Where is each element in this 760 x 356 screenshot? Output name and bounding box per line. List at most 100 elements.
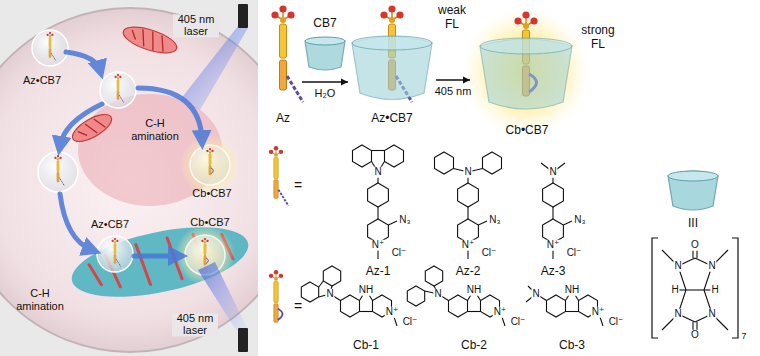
illustration-circle: [32, 30, 68, 66]
structure-bond: [467, 207, 468, 219]
atom-label: Cl⁻: [481, 248, 498, 259]
atom-label: N⁺: [461, 240, 476, 251]
illustration-use: [47, 32, 56, 61]
atom-label: N: [373, 167, 382, 178]
atom-label: N⁺: [493, 307, 508, 318]
illustration-path: [128, 25, 168, 53]
illustration-ellipse: [120, 22, 179, 58]
figure-label: Az-3: [541, 265, 566, 279]
figure-label: C-H amination: [9, 287, 71, 312]
figure-label: =: [294, 177, 302, 193]
atom-label: O: [690, 330, 700, 341]
illustration-use: [112, 238, 121, 267]
illustration-g: [68, 109, 115, 147]
atom-label: N₃: [398, 215, 411, 226]
atom-label: N: [531, 289, 540, 300]
illustration-use: [206, 148, 213, 175]
aromatic-ring: [385, 145, 404, 167]
atom-label: Cl⁻: [402, 317, 419, 328]
atom-label: N⁺: [546, 240, 561, 251]
illustration-g: [301, 145, 728, 335]
structure-bond: [377, 250, 378, 259]
illustration-ellipse: [480, 38, 572, 54]
aromatic-ring: [543, 183, 564, 207]
structure-bond: [552, 250, 553, 259]
structure-bond: [394, 317, 397, 326]
atom-label: NH: [564, 285, 580, 296]
aromatic-ring: [449, 295, 468, 317]
illustration-use: [269, 146, 289, 206]
species-node: Az: [266, 0, 300, 126]
arrow-label: 405 nm: [435, 85, 472, 98]
figure-label: Cb-1: [353, 339, 379, 353]
figure-label: strong FL: [576, 24, 620, 52]
structure-bond: [552, 207, 553, 219]
illustration-g: [120, 22, 179, 58]
illustration-path: [60, 194, 92, 250]
aromatic-ring: [301, 282, 318, 302]
illustration-use: [269, 270, 283, 322]
illustration-path: [352, 37, 432, 100]
structure-bond: [319, 281, 324, 287]
illustration-path: [668, 171, 718, 210]
node-text-box: Az•CB7: [350, 112, 434, 126]
illustration-circle: [180, 135, 240, 195]
node-text-box: Az: [266, 112, 300, 126]
species-label: Cb•CB7: [472, 124, 582, 138]
figure-label: =: [294, 298, 302, 314]
illustration-circle: [190, 145, 230, 185]
atom-label: Cl⁻: [510, 317, 527, 328]
structure-bond: [478, 221, 487, 225]
aromatic-ring: [353, 145, 372, 167]
arrow-label: H₂O: [315, 87, 336, 100]
figure-label: Az•CB7: [91, 218, 129, 231]
figure-label: Cb-2: [461, 339, 487, 353]
illustration-path: [60, 104, 102, 146]
aromatic-ring: [435, 152, 454, 174]
illustration-path: [652, 238, 738, 338]
atom-label: N₃: [488, 215, 501, 226]
illustration-ellipse: [68, 109, 115, 147]
figure-label: 405 nm laser: [172, 313, 218, 336]
figure-label: C-H amination: [124, 117, 186, 142]
atom-label: N: [433, 289, 442, 300]
structure-bond: [502, 317, 505, 326]
structure-bond: [377, 207, 378, 219]
illustration-polygon: [180, 26, 248, 110]
figure-label: Cb•CB7: [190, 216, 229, 229]
figure-label: CB7: [313, 17, 336, 31]
illustration-path: [480, 39, 572, 109]
atom-label: N⁺: [371, 240, 386, 251]
illustration-ellipse: [305, 37, 345, 45]
illustration-circle: [462, 8, 590, 136]
arrow-head: [341, 79, 348, 86]
atom-label: N: [707, 261, 716, 272]
aromatic-ring: [368, 183, 389, 207]
illustration-use: [54, 155, 64, 186]
atom-label: Cl⁻: [566, 248, 583, 259]
aromatic-ring: [483, 152, 502, 174]
structure-bond: [600, 317, 603, 326]
illustration-path: [76, 116, 106, 141]
figure-label: Cb•CB7: [192, 187, 231, 200]
atom-label: H: [710, 285, 719, 296]
atom-label: N₃: [573, 215, 586, 226]
atom-label: N⁺: [591, 307, 606, 318]
structure-bond: [388, 221, 397, 225]
atom-label: NH: [358, 285, 374, 296]
illustration-g: [60, 52, 202, 256]
structure-bond: [360, 311, 373, 312]
illustration-use: [201, 238, 208, 265]
atom-label: N⁺: [385, 307, 400, 318]
aromatic-ring: [425, 266, 442, 286]
illustration-path: [134, 254, 178, 259]
illustration-circle: [97, 236, 133, 272]
illustration-path: [66, 52, 100, 70]
reaction-arrow: [436, 77, 470, 84]
figure-label: Cb-3: [559, 339, 585, 353]
arrow-head: [463, 77, 470, 84]
illustration-rect: [238, 4, 248, 28]
illustration-ellipse: [352, 36, 432, 50]
atom-label: N: [548, 167, 557, 178]
